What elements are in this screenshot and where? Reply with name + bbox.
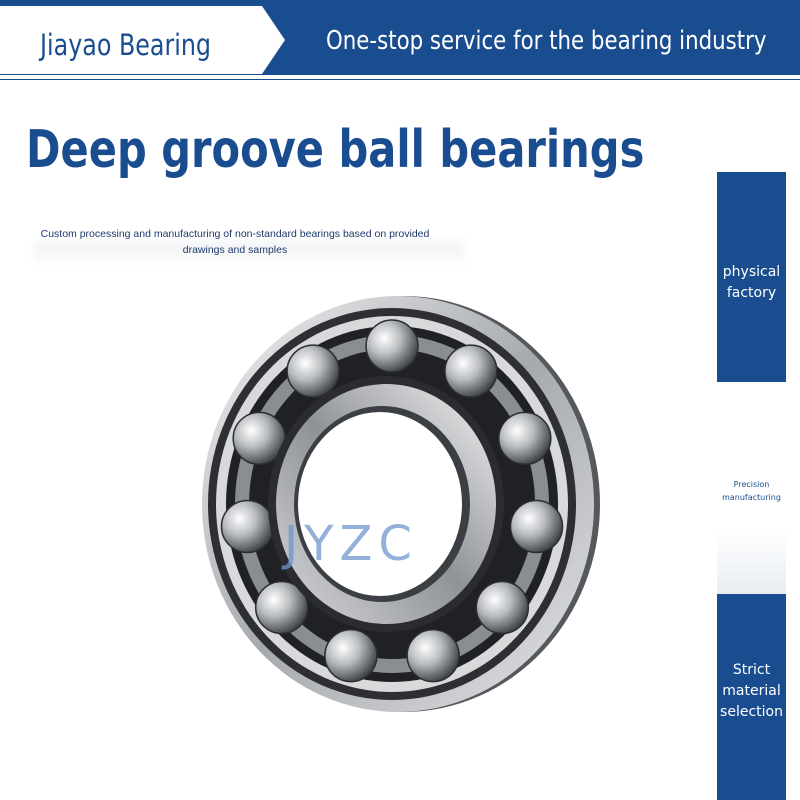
- bearing-ball: [475, 580, 530, 635]
- bearing-ball: [444, 344, 498, 398]
- side-item-strict-material-selection[interactable]: Strict material selection: [720, 662, 783, 720]
- header-divider: [0, 75, 800, 79]
- side-item-physical-factory[interactable]: physical factory: [722, 264, 781, 301]
- header-tagline: One-stop service for the bearing industr…: [326, 26, 767, 56]
- page-title: Deep groove ball bearings: [26, 120, 645, 180]
- side-white-section: [717, 382, 786, 594]
- bearing-ball: [324, 628, 378, 683]
- subtitle-reflection: [34, 242, 464, 268]
- page-subtitle: Custom processing and manufacturing of n…: [40, 228, 430, 256]
- bearing-ball: [286, 344, 340, 398]
- brand-arrow-shape: [0, 6, 285, 74]
- bearing-ball: [254, 580, 309, 635]
- bearing-ball: [498, 411, 552, 466]
- brand-name[interactable]: Jiayao Bearing: [40, 28, 212, 62]
- bearing-illustration: [202, 296, 600, 712]
- watermark-text: JYZC: [284, 516, 418, 572]
- bearing-ball: [509, 499, 564, 554]
- header-banner: Jiayao Bearing One-stop service for the …: [0, 0, 800, 80]
- side-feature-panel: physical factory Precision manufacturing…: [717, 172, 786, 800]
- bearing-ball: [406, 628, 460, 683]
- bearing-ball: [220, 499, 275, 554]
- brand-box: Jiayao Bearing: [0, 6, 285, 74]
- bearing-ball: [365, 319, 419, 373]
- bearing-image: [160, 290, 610, 740]
- side-item-precision-manufacturing[interactable]: Precision manufacturing: [722, 480, 781, 502]
